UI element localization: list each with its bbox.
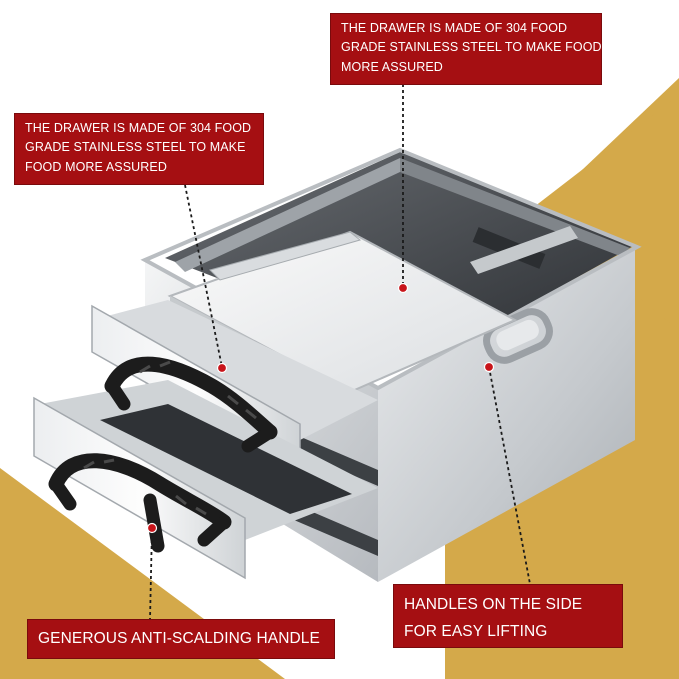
callout-drawer-material-left: THE DRAWER IS MADE OF 304 FOOD GRADE STA…: [14, 113, 264, 185]
leader-left: [184, 184, 223, 368]
callout-line: FOR EASY LIFTING: [404, 623, 548, 641]
upper-drawer-handle: [104, 356, 278, 453]
lower-drawer-handle: [48, 453, 232, 553]
gold-wedge-right-top: [530, 95, 679, 330]
markers: [146, 282, 495, 534]
callout-line: HANDLES ON THE SIDE: [404, 596, 583, 613]
cabinet-side-panel: [378, 250, 635, 582]
callout-line: GRADE STAINLESS STEEL TO MAKE: [25, 140, 246, 155]
lower-drawer-front: [33, 396, 246, 580]
callout-line: GENEROUS ANTI-SCALDING HANDLE: [38, 630, 320, 647]
marker-top: [397, 282, 409, 294]
callout-line: MORE ASSURED: [341, 59, 443, 74]
cabinet-back-wall: [175, 158, 400, 272]
marker-handle: [146, 522, 158, 534]
upper-drawer-floor: [92, 300, 378, 440]
callout-line: GRADE STAINLESS STEEL TO MAKE FOOD: [341, 40, 602, 55]
leader-lines: [149, 84, 531, 621]
tray-rail: [209, 231, 362, 281]
marker-side: [483, 361, 495, 373]
marker-left: [216, 362, 228, 374]
callout-anti-scalding-handle: GENEROUS ANTI-SCALDING HANDLE: [27, 619, 335, 659]
callout-side-handles: HANDLES ON THE SIDE FOR EASY LIFTING: [393, 584, 623, 648]
lower-drawer-inner-dark: [100, 404, 352, 514]
callout-drawer-material-top: THE DRAWER IS MADE OF 304 FOOD GRADE STA…: [330, 13, 602, 85]
callout-line: THE DRAWER IS MADE OF 304 FOOD: [25, 121, 252, 135]
callout-line: FOOD MORE ASSURED: [25, 159, 167, 174]
back-handle-bar: [470, 226, 578, 274]
leader-side: [488, 366, 531, 585]
callout-line: THE DRAWER IS MADE OF 304 FOOD: [341, 21, 568, 35]
